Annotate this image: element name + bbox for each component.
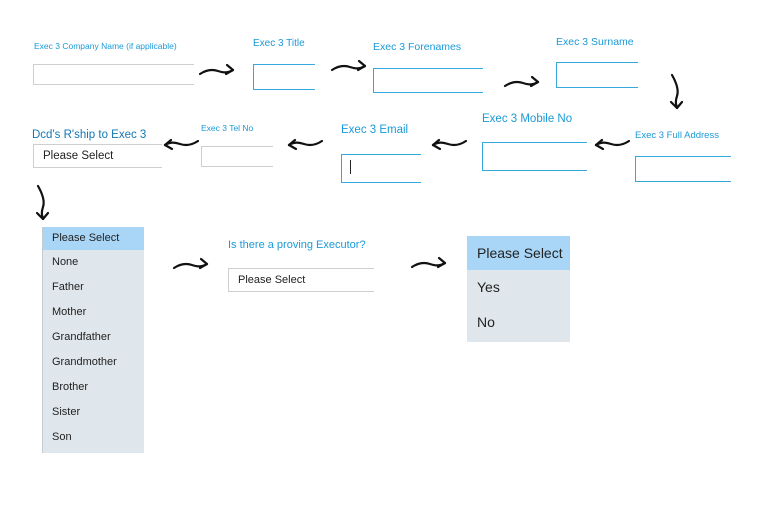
relationship-option[interactable]: Brother <box>52 381 89 393</box>
relationship-label: Dcd's R'ship to Exec 3 <box>32 129 147 141</box>
arrow-left-icon <box>163 138 200 150</box>
arrow-right-icon <box>330 59 367 72</box>
tel-field[interactable] <box>201 146 273 167</box>
company-name-field[interactable] <box>33 64 194 85</box>
title-field[interactable] <box>253 64 315 90</box>
arrow-down-icon <box>669 73 684 110</box>
relationship-option[interactable]: None <box>52 256 79 268</box>
company-name-label: Exec 3 Company Name (if applicable) <box>34 41 177 51</box>
forenames-field[interactable] <box>373 68 483 93</box>
full-address-field[interactable] <box>635 156 731 182</box>
arrow-left-icon <box>594 138 631 150</box>
proving-option[interactable]: Please Select <box>467 236 570 270</box>
email-label: Exec 3 Email <box>341 124 409 136</box>
forenames-label: Exec 3 Forenames <box>373 41 462 53</box>
relationship-option[interactable]: Son <box>52 431 72 443</box>
proving-executor-label: Is there a proving Executor? <box>228 239 366 251</box>
relationship-option[interactable]: Please Select <box>43 227 144 250</box>
relationship-option[interactable]: Sister <box>52 406 81 418</box>
proving-option[interactable]: Yes <box>477 279 500 295</box>
arrow-down-icon <box>35 184 50 221</box>
arrow-left-icon <box>287 138 324 150</box>
mobile-field[interactable] <box>482 142 587 171</box>
surname-label: Exec 3 Surname <box>556 36 634 48</box>
email-field[interactable] <box>341 154 421 183</box>
full-address-label: Exec 3 Full Address <box>635 130 719 141</box>
arrow-right-icon <box>172 257 209 270</box>
relationship-option[interactable]: Mother <box>52 306 87 318</box>
relationship-option[interactable]: Grandfather <box>52 331 111 343</box>
mobile-label: Exec 3 Mobile No <box>482 113 573 125</box>
relationship-option[interactable]: Grandmother <box>52 356 117 368</box>
arrow-right-icon <box>503 75 540 88</box>
text-cursor <box>350 160 351 174</box>
arrow-left-icon <box>431 138 468 150</box>
proving-executor-dropdown-list: Please Select Yes No <box>467 236 570 342</box>
proving-option[interactable]: No <box>477 314 495 330</box>
surname-field[interactable] <box>556 62 638 88</box>
proving-executor-select[interactable]: Please Select <box>228 268 374 292</box>
arrow-right-icon <box>410 256 447 269</box>
relationship-dropdown-list: Please Select None Father Mother Grandfa… <box>42 227 144 453</box>
relationship-select[interactable]: Please Select <box>33 144 162 168</box>
title-label: Exec 3 Title <box>253 38 305 49</box>
tel-label: Exec 3 Tel No <box>201 123 254 133</box>
arrow-right-icon <box>198 63 235 76</box>
relationship-option[interactable]: Father <box>52 281 84 293</box>
